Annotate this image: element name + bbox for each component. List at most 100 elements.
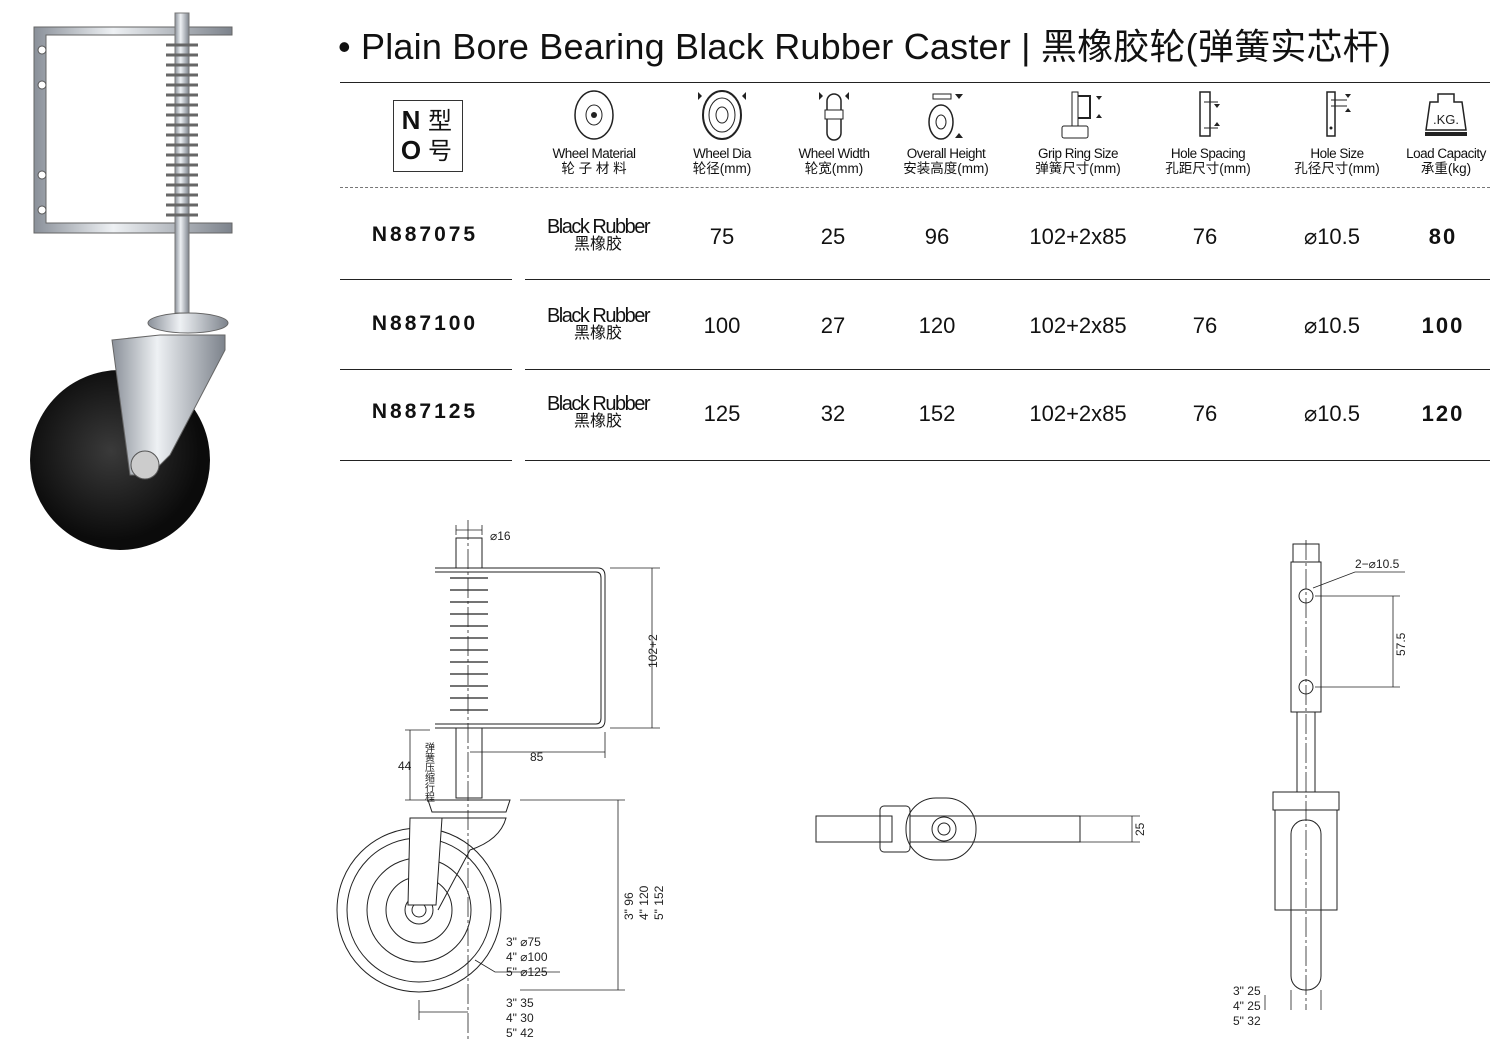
hole-spacing: 76 bbox=[1192, 313, 1218, 338]
col-en: Wheel Material bbox=[552, 146, 636, 161]
load-capacity: 100 bbox=[1421, 313, 1465, 338]
top-view-drawing: 25 bbox=[815, 797, 1147, 861]
dia-5in: 5" ⌀125 bbox=[506, 965, 548, 979]
width-3in: 3" 25 bbox=[1233, 984, 1261, 998]
wheel-face-icon bbox=[574, 90, 614, 140]
material-en: Black Rubber bbox=[546, 305, 651, 327]
hole-spacing-label: 57.5 bbox=[1394, 632, 1408, 656]
product-title: • Plain Bore Bearing Black Rubber Caster… bbox=[338, 26, 1392, 67]
offset-5in: 5" 42 bbox=[506, 1026, 534, 1040]
material-cn: 黑橡胶 bbox=[573, 325, 622, 342]
product-photo bbox=[30, 12, 233, 550]
row-divider bbox=[340, 369, 512, 370]
hole-size-icon bbox=[1326, 91, 1351, 137]
col-en: Overall Height bbox=[906, 146, 986, 161]
grip-ring-icon bbox=[1061, 91, 1102, 139]
grip-ring-size: 102+2x85 bbox=[1029, 224, 1127, 249]
col-cn: 弹簧尺寸(mm) bbox=[1035, 161, 1121, 176]
bracket-width-label: 85 bbox=[530, 750, 544, 764]
top-width-label: 25 bbox=[1133, 822, 1147, 836]
material-en: Black Rubber bbox=[546, 216, 651, 238]
front-view-drawing: 2−⌀10.5 57.5 3" 25 4" 25 5" 32 bbox=[1233, 540, 1408, 1028]
row-divider bbox=[340, 460, 512, 461]
height-4in: 4" 120 bbox=[637, 885, 651, 920]
col-en: Load Capacity bbox=[1406, 146, 1486, 161]
model-number: N887100 bbox=[371, 312, 479, 335]
overall-height-icon bbox=[928, 93, 963, 140]
weight-icon: .KG. bbox=[1425, 93, 1467, 136]
wheel-dia: 75 bbox=[709, 224, 735, 249]
width-4in: 4" 25 bbox=[1233, 999, 1261, 1013]
row-divider bbox=[525, 279, 1490, 280]
height-5in: 5" 152 bbox=[652, 885, 666, 920]
overall-height: 152 bbox=[918, 401, 956, 426]
wheel-width-icon bbox=[819, 92, 849, 141]
load-capacity: 120 bbox=[1421, 401, 1465, 426]
col-cn: 承重(kg) bbox=[1420, 161, 1472, 176]
wheel-width: 32 bbox=[820, 401, 846, 426]
title-divider bbox=[340, 82, 1490, 83]
col-cn: 孔径尺寸(mm) bbox=[1294, 161, 1380, 176]
height-3in: 3" 96 bbox=[622, 892, 636, 920]
hole-spacing-icon bbox=[1199, 91, 1220, 137]
col-en: Hole Spacing bbox=[1170, 146, 1246, 161]
wheel-dia: 125 bbox=[703, 401, 741, 426]
grip-ring-size: 102+2x85 bbox=[1029, 401, 1127, 426]
offset-4in: 4" 30 bbox=[506, 1011, 534, 1025]
col-en: Grip Ring Size bbox=[1037, 146, 1119, 161]
overall-height: 120 bbox=[918, 313, 956, 338]
col-cn: 轮径(mm) bbox=[692, 161, 752, 176]
hole-size: ⌀10.5 bbox=[1303, 313, 1361, 338]
travel-label: 44 bbox=[398, 759, 412, 773]
wheel-width: 25 bbox=[820, 224, 846, 249]
material-cn: 黑橡胶 bbox=[573, 413, 622, 430]
kg-badge: .KG. bbox=[1433, 112, 1459, 127]
model-number-header: NO 型号 bbox=[393, 100, 463, 172]
width-5in: 5" 32 bbox=[1233, 1014, 1261, 1028]
row-divider bbox=[340, 279, 512, 280]
side-view-drawing: ⌀16 102+2 85 44 弹簧压缩行程 3" 96 4" 120 5" 1… bbox=[336, 520, 666, 1040]
wheel-dia: 100 bbox=[703, 313, 741, 338]
material-cn: 黑橡胶 bbox=[573, 236, 622, 253]
offset-3in: 3" 35 bbox=[506, 996, 534, 1010]
col-cn: 孔距尺寸(mm) bbox=[1165, 161, 1251, 176]
col-cn: 轮宽(mm) bbox=[804, 161, 864, 176]
hole-size: ⌀10.5 bbox=[1303, 224, 1361, 249]
dia-4in: 4" ⌀100 bbox=[506, 950, 548, 964]
model-number: N887075 bbox=[371, 223, 479, 246]
col-en: Hole Size bbox=[1310, 146, 1364, 161]
travel-cn-label: 弹簧压缩行程 bbox=[423, 741, 435, 802]
col-cn: 安装高度(mm) bbox=[903, 161, 989, 176]
wheel-diameter-icon bbox=[698, 90, 746, 140]
load-capacity: 80 bbox=[1428, 224, 1458, 249]
stem-dia-label: ⌀16 bbox=[490, 529, 511, 543]
hole-size: ⌀10.5 bbox=[1303, 401, 1361, 426]
row-divider bbox=[525, 460, 1490, 461]
grip-ring-size: 102+2x85 bbox=[1029, 313, 1127, 338]
no-label-en: NO bbox=[400, 105, 422, 165]
dia-3in: 3" ⌀75 bbox=[506, 935, 541, 949]
hole-spacing: 76 bbox=[1192, 224, 1218, 249]
row-divider bbox=[525, 369, 1490, 370]
col-en: Wheel Dia bbox=[693, 146, 751, 161]
no-label-cn: 型号 bbox=[428, 108, 452, 165]
hole-spacing: 76 bbox=[1192, 401, 1218, 426]
bracket-height-label: 102+2 bbox=[646, 634, 660, 668]
material-en: Black Rubber bbox=[546, 393, 651, 415]
header-divider bbox=[340, 187, 1490, 188]
holes-label: 2−⌀10.5 bbox=[1355, 557, 1400, 571]
col-cn: 轮 子 材 料 bbox=[561, 161, 627, 176]
col-en: Wheel Width bbox=[798, 146, 870, 161]
